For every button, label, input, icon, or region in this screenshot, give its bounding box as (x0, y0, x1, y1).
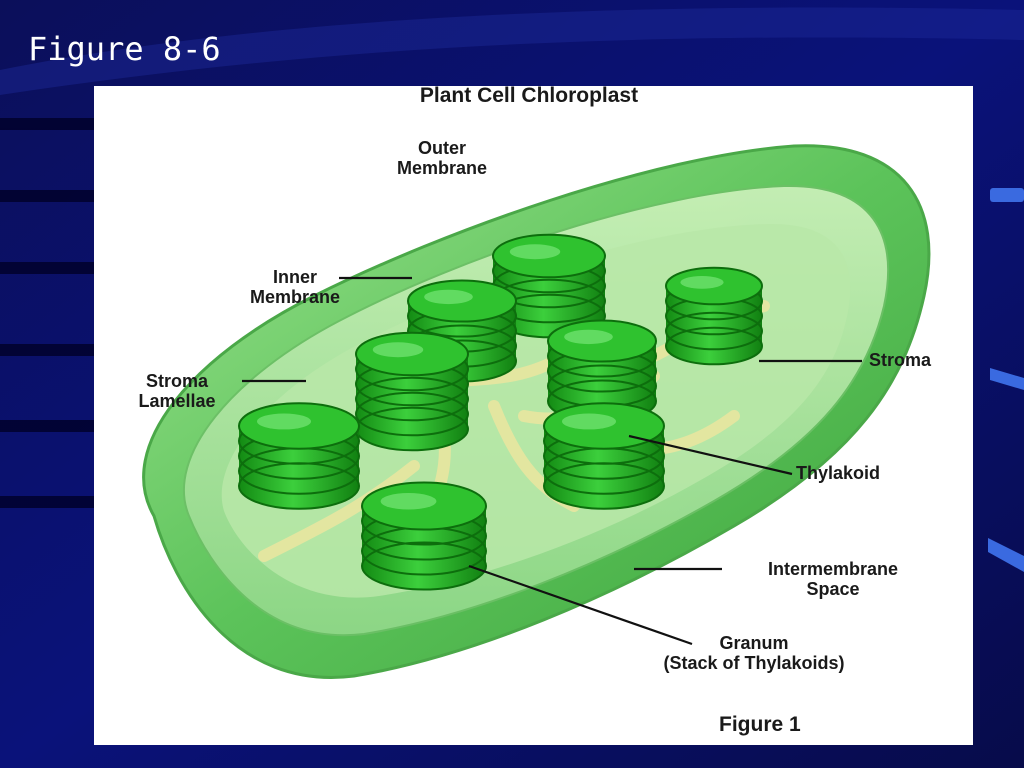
thylakoid-disc (665, 311, 763, 351)
figure-panel: Plant Cell Chloroplast Outer Membrane In… (94, 86, 973, 745)
label-intermembrane-space: Intermembrane Space (767, 559, 899, 599)
thylakoid-disc (355, 391, 469, 437)
label-granum: Granum (Stack of Thylakoids) (663, 633, 845, 673)
thylakoid-disc (355, 376, 469, 422)
figure-caption: Figure 1 (719, 713, 801, 736)
thylakoid-disc (665, 326, 763, 366)
granum-stack (543, 402, 665, 510)
granum-stack (238, 402, 360, 510)
slide-title: Figure 8-6 (28, 30, 221, 68)
label-inner-membrane: Inner Membrane (249, 267, 341, 307)
granum-stack (547, 319, 657, 423)
chloroplast-diagram (142, 144, 931, 679)
label-stroma: Stroma (869, 350, 932, 370)
figure-heading: Plant Cell Chloroplast (419, 86, 639, 107)
label-stroma-lamellae: Stroma Lamellae (138, 371, 216, 411)
granum-stack (665, 266, 763, 366)
background-swoosh (0, 7, 1024, 95)
granum-stack (361, 481, 487, 591)
grana-group (238, 233, 763, 591)
granum-stack (492, 233, 606, 339)
label-thylakoid: Thylakoid (796, 463, 881, 483)
background-stripes (0, 118, 94, 508)
granum-stack (355, 331, 469, 452)
background-accent-marks (988, 188, 1024, 572)
label-outer-membrane: Outer Membrane (396, 138, 488, 178)
